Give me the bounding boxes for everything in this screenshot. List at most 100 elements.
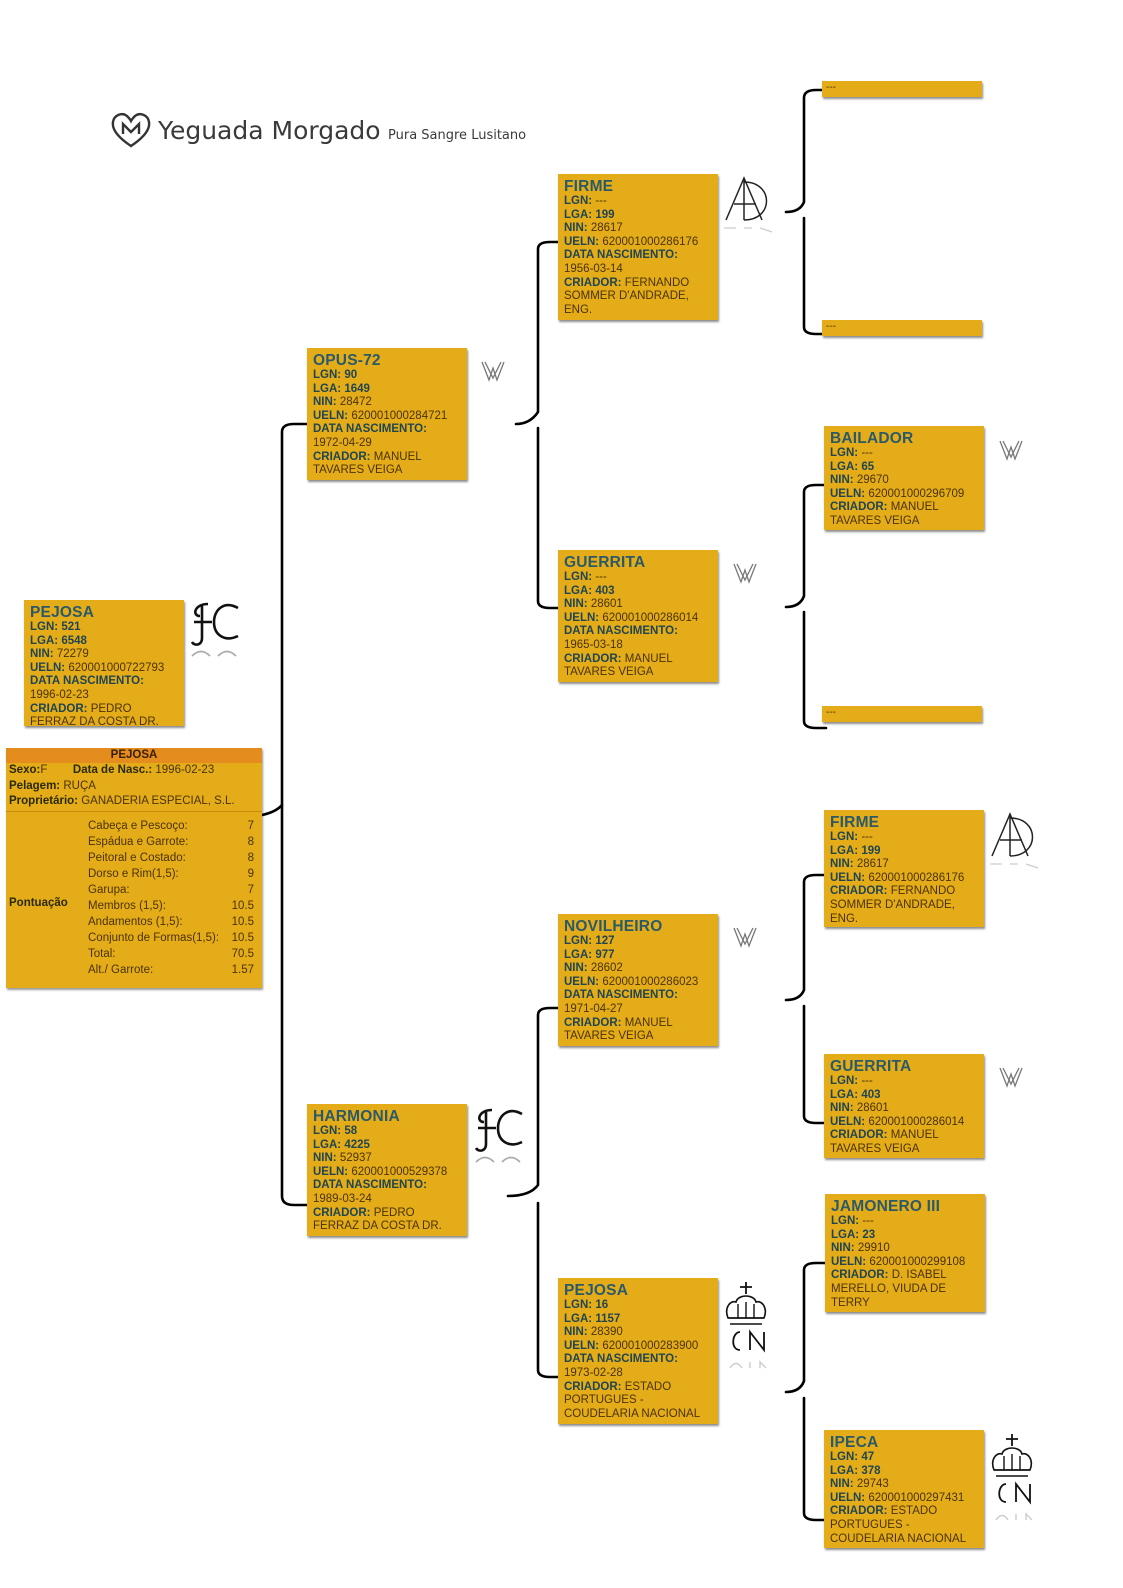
lga-label: LGA: (830, 460, 859, 473)
lgn-value: --- (595, 571, 607, 583)
score-value: 7 (247, 820, 254, 832)
ueln-value: 620001000529378 (351, 1165, 448, 1178)
score-value: 10.5 (231, 900, 254, 912)
nin-value: 72279 (56, 648, 89, 661)
ad-brand-icon (990, 812, 1039, 869)
card-sd-sire[interactable]: BAILADOR LGN: --- LGA: 65 NIN: 29670 UEL… (824, 426, 984, 530)
birth-value: 1996-02-23 (30, 688, 89, 701)
owner-value: GANADERIA ESPECIAL, S.L. (81, 795, 235, 807)
ueln-value: 620001000286176 (868, 871, 965, 884)
ueln-value: 620001000284721 (351, 409, 448, 422)
lga-value: 1157 (595, 1312, 621, 1325)
mv-brand-icon (481, 361, 505, 382)
fc-brand-icon (190, 602, 239, 657)
connector-ds-sire (784, 873, 828, 1002)
mv-brand-icon (733, 563, 757, 584)
birth-label: DATA NASCIMENTO: (313, 423, 427, 436)
lga-label: LGA: (830, 844, 859, 857)
lgn-label: LGN: (830, 1075, 859, 1087)
lgn-label: LGN: (831, 1215, 860, 1227)
horse-name: JAMONERO III (831, 1198, 941, 1215)
unknown-value: --- (826, 707, 836, 718)
nin-label: NIN: (830, 858, 854, 871)
ueln-value: 620001000283900 (602, 1339, 699, 1352)
lga-value: 1649 (344, 382, 370, 395)
nin-value: 29670 (856, 474, 889, 487)
horse-name: PEJOSA (564, 1282, 629, 1299)
ueln-label: UELN: (564, 975, 600, 988)
horse-name: FIRME (830, 814, 880, 831)
horse-name: PEJOSA (30, 604, 95, 621)
lga-label: LGA: (313, 382, 342, 395)
coat-label: Pelagem: (9, 779, 61, 792)
connector-dam (280, 803, 312, 1207)
score-row: Alt./ Garrote:1.57 (88, 962, 254, 978)
score-row: Dorso e Rim(1,5):9 (88, 866, 254, 882)
score-value: 1.57 (231, 964, 254, 976)
birth-label: DATA NASCIMENTO: (564, 1353, 678, 1366)
card-subject[interactable]: PEJOSA LGN: 521 LGA: 6548 NIN: 72279 UEL… (24, 600, 184, 728)
ueln-label: UELN: (830, 1115, 866, 1128)
card-ds-sire[interactable]: FIRME LGN: --- LGA: 199 NIN: 28617 UELN:… (824, 810, 984, 927)
card-dam[interactable]: HARMONIA LGN: 58 LGA: 4225 NIN: 52937 UE… (307, 1104, 467, 1236)
ueln-label: UELN: (30, 661, 66, 674)
nin-label: NIN: (830, 1478, 854, 1491)
card-ds-dam[interactable]: GUERRITA LGN: --- LGA: 403 NIN: 28601 UE… (824, 1054, 984, 1158)
breeder-label: CRIADOR: (830, 885, 888, 898)
nin-label: NIN: (564, 222, 588, 235)
connector-sd-dam (802, 610, 828, 730)
card-unknown-ss-dam[interactable]: --- (822, 320, 982, 336)
connector-sd (536, 426, 564, 610)
card-sire-dam[interactable]: GUERRITA LGN: --- LGA: 403 NIN: 28601 UE… (558, 550, 718, 682)
lgn-value: 90 (344, 369, 358, 381)
nin-value: 52937 (339, 1152, 372, 1165)
nin-value: 28617 (856, 858, 889, 871)
ueln-value: 620001000286014 (868, 1115, 965, 1128)
sex-value: F (40, 764, 48, 776)
nin-value: 28601 (856, 1102, 889, 1115)
birth-label: DATA NASCIMENTO: (564, 625, 678, 638)
card-dd-dam[interactable]: IPECA LGN: 47 LGA: 378 NIN: 29743 UELN: … (824, 1430, 984, 1548)
ueln-value: 620001000296709 (868, 487, 965, 500)
lgn-value: --- (595, 195, 607, 207)
mv-brand-icon (999, 1067, 1023, 1088)
brand-name: Yeguada Morgado (157, 116, 381, 145)
connector-ss-dam (802, 216, 828, 336)
birth-value: 1972-04-29 (313, 436, 372, 449)
ad-brand-icon (724, 176, 773, 233)
card-unknown-ss-sire[interactable]: --- (822, 81, 982, 97)
coat-value: RUÇA (63, 779, 96, 792)
ueln-value: 620001000286023 (602, 975, 699, 988)
lga-label: LGA: (564, 584, 593, 597)
breeder-label: CRIADOR: (830, 1505, 888, 1518)
card-unknown-sd-dam[interactable]: --- (822, 706, 982, 722)
nin-label: NIN: (313, 396, 337, 409)
lgn-label: LGN: (564, 571, 593, 583)
lgn-label: LGN: (564, 195, 593, 207)
card-dd-sire[interactable]: JAMONERO III LGN: --- LGA: 23 NIN: 29910… (825, 1194, 985, 1312)
card-sire-sire[interactable]: FIRME LGN: --- LGA: 199 NIN: 28617 UELN:… (558, 174, 718, 320)
score-criterion: Peitoral e Costado: (88, 852, 186, 864)
ueln-value: 620001000722793 (68, 661, 165, 674)
horse-name: NOVILHEIRO (564, 918, 663, 935)
horse-name: GUERRITA (564, 554, 646, 571)
breeder-value: MANUEL TAVARES VEIGA (830, 1129, 939, 1155)
nin-label: NIN: (564, 962, 588, 975)
ueln-label: UELN: (830, 871, 866, 884)
nin-value: 28617 (590, 222, 623, 235)
birth-label: DATA NASCIMENTO: (564, 249, 678, 262)
fc-brand-icon (474, 1108, 523, 1163)
score-criterion: Total: (88, 948, 116, 960)
score-row: Total:70.5 (88, 946, 254, 962)
lga-label: LGA: (830, 1464, 859, 1477)
lga-label: LGA: (564, 948, 593, 961)
breeder-label: CRIADOR: (30, 702, 88, 715)
connector-dd-dam (802, 1396, 828, 1522)
lgn-value: --- (861, 831, 873, 843)
breeder-value: MANUEL TAVARES VEIGA (564, 652, 673, 679)
lga-value: 199 (595, 208, 615, 221)
breeder-label: CRIADOR: (313, 450, 371, 463)
card-dam-dam[interactable]: PEJOSA LGN: 16 LGA: 1157 NIN: 28390 UELN… (558, 1278, 718, 1424)
card-dam-sire[interactable]: NOVILHEIRO LGN: 127 LGA: 977 NIN: 28602 … (558, 914, 718, 1046)
card-sire[interactable]: OPUS-72 LGN: 90 LGA: 1649 NIN: 28472 UEL… (307, 348, 467, 480)
